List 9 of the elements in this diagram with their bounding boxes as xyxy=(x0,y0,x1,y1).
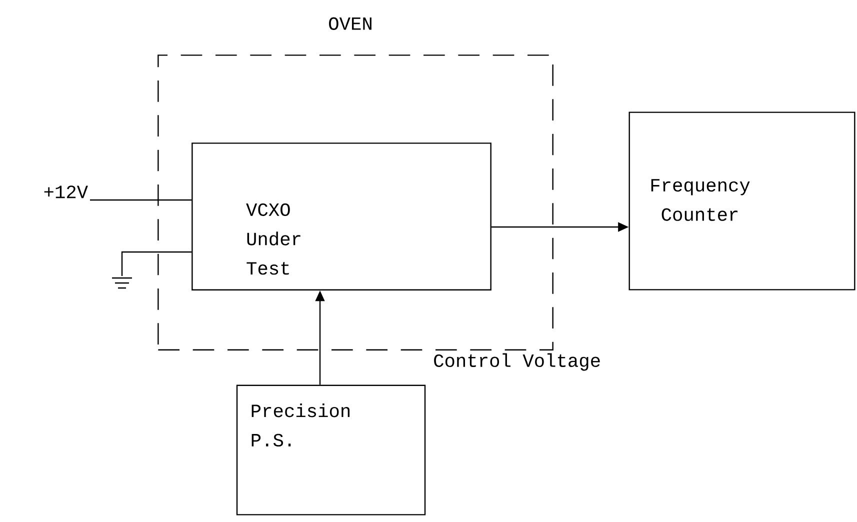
ground-symbol xyxy=(111,277,133,289)
connector xyxy=(121,251,192,276)
signal-label: Control Voltage xyxy=(434,353,600,371)
block-box: Precision P.S. xyxy=(236,384,426,516)
block-box: VCXO Under Test xyxy=(192,142,492,290)
node-label: OVEN xyxy=(329,17,372,30)
block-box: Frequency Counter xyxy=(628,112,856,290)
connector xyxy=(90,199,192,201)
voltage-label: +12V xyxy=(44,186,88,198)
